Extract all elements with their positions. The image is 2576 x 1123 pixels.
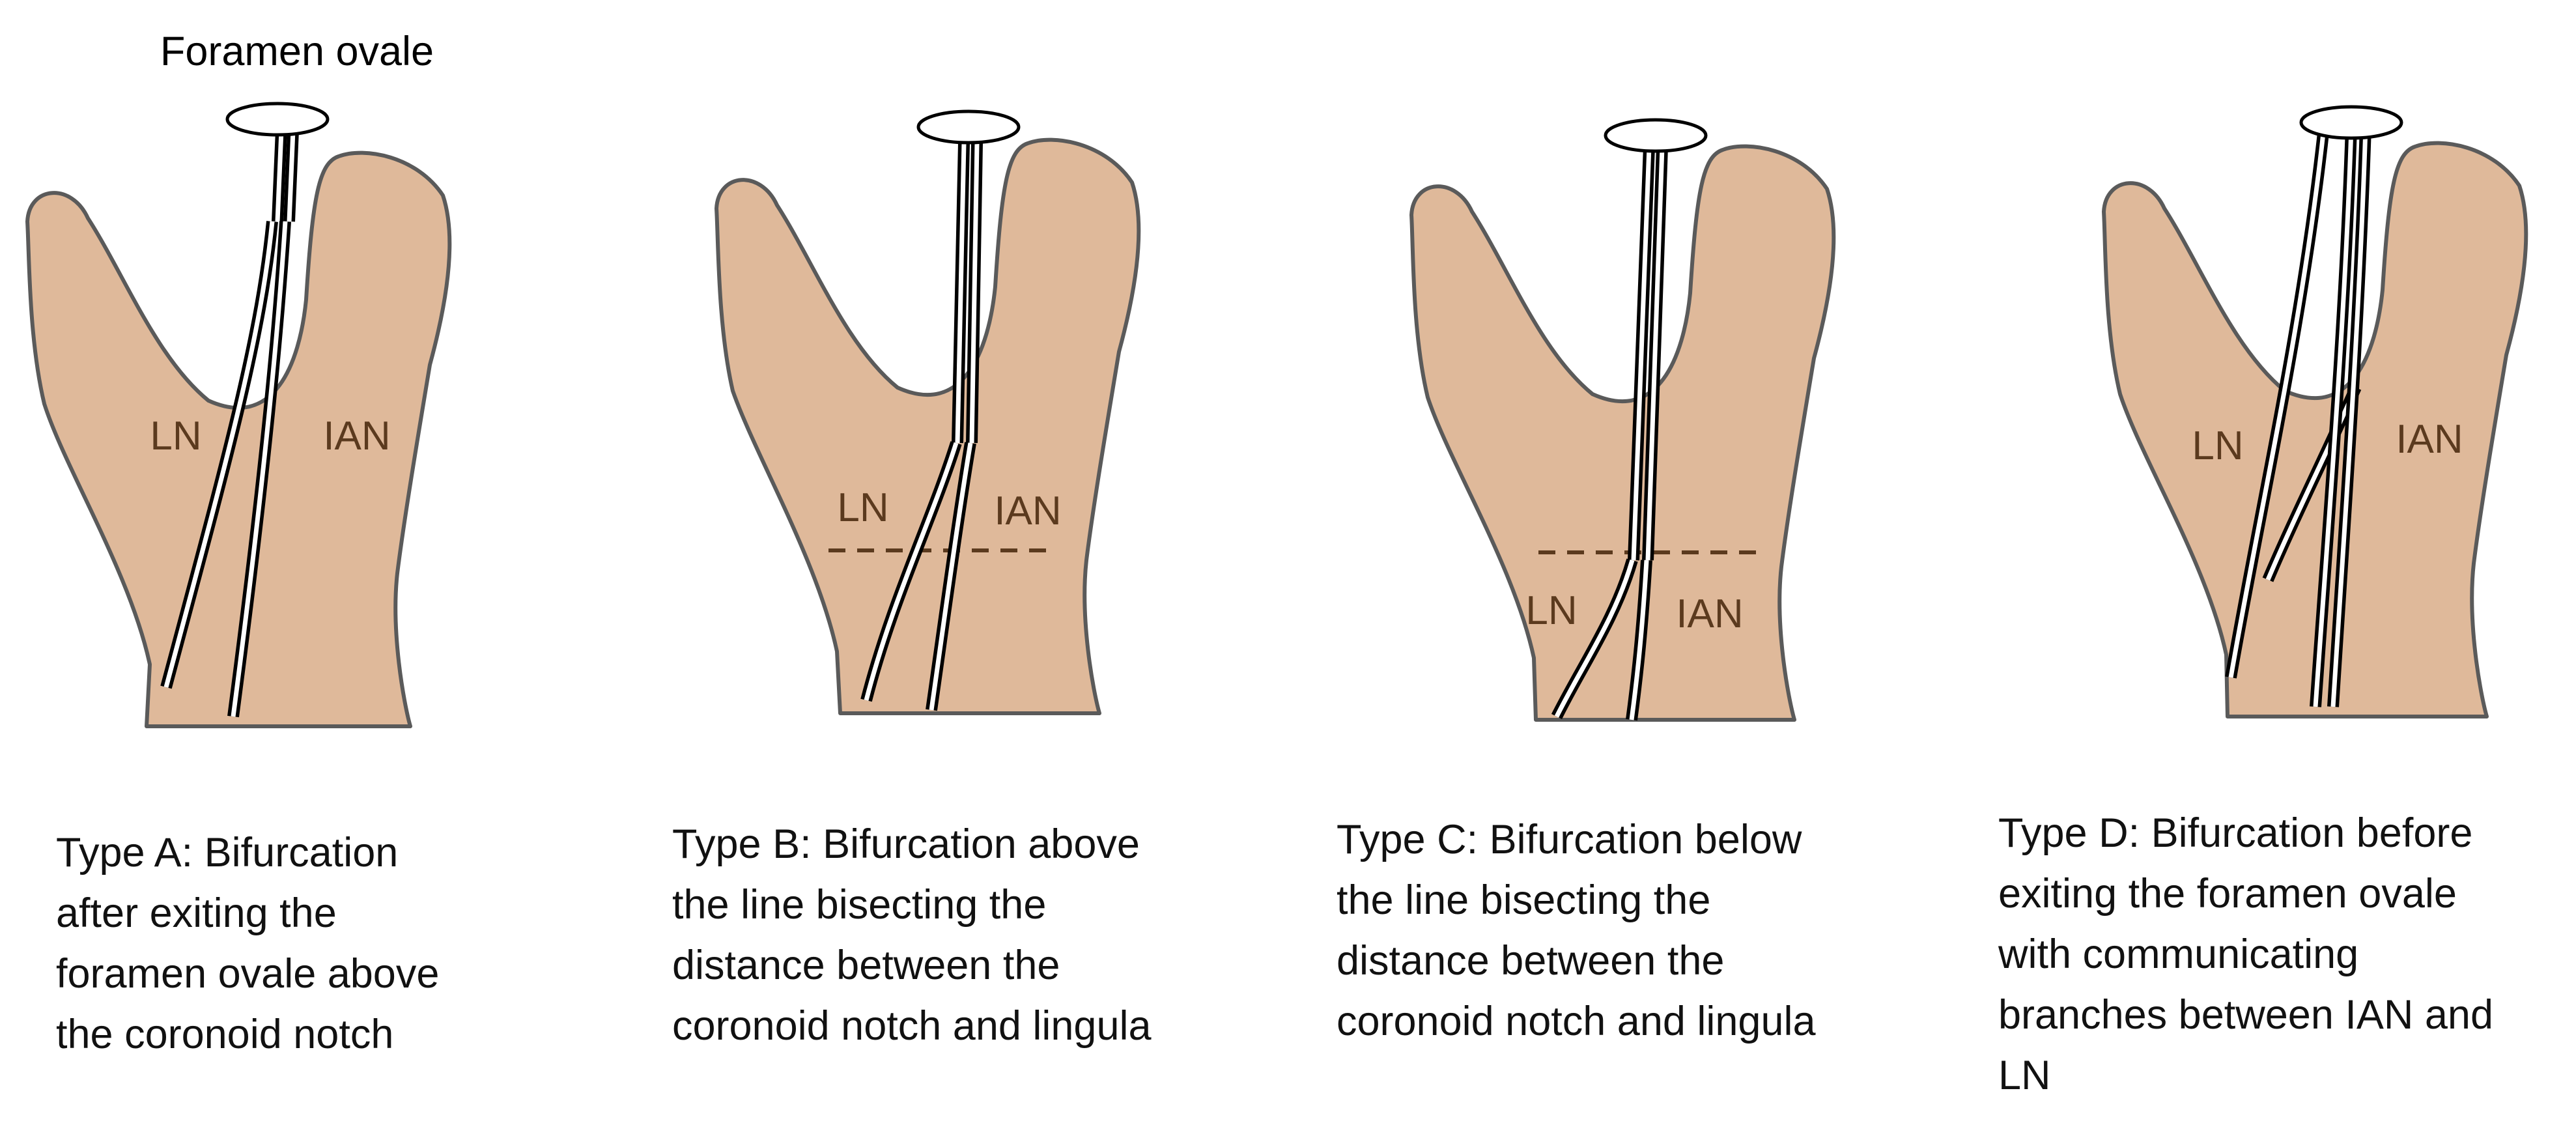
lingual-nerve	[1551, 558, 1638, 720]
caption-line: Type D: Bifurcation before	[1998, 810, 2473, 856]
foramen-ovale-ellipse	[1604, 118, 1708, 153]
foramen-ovale-header: Foramen ovale	[160, 29, 434, 74]
caption-line: LN	[1998, 1053, 2051, 1098]
caption-type-c: Type C: Bifurcation below the line bisec…	[1337, 810, 1923, 1052]
caption-line: Type A: Bifurcation	[56, 830, 399, 875]
caption-line: coronoid notch and lingula	[1337, 999, 1816, 1044]
panel-type-d: LN IAN	[2102, 105, 2528, 718]
caption-line: the coronoid notch	[56, 1012, 394, 1057]
caption-type-a: Type A: Bifurcation after exiting the fo…	[56, 823, 642, 1065]
inferior-alveolar-nerve	[2310, 126, 2371, 707]
caption-line: with communicating	[1998, 931, 2359, 977]
nerve-trunk	[952, 143, 983, 444]
caption-line: the line bisecting the	[672, 882, 1047, 928]
mandible-ramus-shape	[715, 137, 1141, 715]
mandible-ramus-shape	[1409, 144, 1836, 722]
inferior-alveolar-nerve	[1626, 560, 1652, 721]
foramen-ovale-ellipse	[225, 102, 330, 137]
caption-type-d: Type D: Bifurcation before exiting the f…	[1998, 803, 2576, 1106]
ln-label: LN	[2192, 423, 2243, 468]
panel-type-b: LN IAN	[715, 109, 1141, 715]
caption-line: distance between the	[672, 943, 1060, 988]
caption-line: the line bisecting the	[1337, 877, 1711, 923]
panel-type-c: LN IAN	[1409, 118, 1836, 722]
nerve-trunk	[272, 130, 299, 222]
caption-line: coronoid notch and lingula	[672, 1003, 1152, 1049]
foramen-ovale-ellipse	[2299, 105, 2403, 140]
panel-type-a: LN IAN	[25, 102, 452, 728]
inferior-alveolar-nerve	[926, 442, 976, 711]
caption-line: distance between the	[1337, 938, 1725, 984]
ian-label: IAN	[1676, 591, 1743, 636]
caption-line: Type C: Bifurcation below	[1337, 817, 1802, 862]
caption-line: exiting the foramen ovale	[1998, 871, 2457, 917]
lingual-nerve	[860, 441, 962, 702]
ln-label: LN	[1525, 588, 1577, 633]
mandible-ramus-shape	[2102, 141, 2528, 718]
ian-label: IAN	[994, 489, 1061, 533]
communicating-branch	[2262, 385, 2362, 582]
ian-label: IAN	[2396, 417, 2463, 462]
nerve-trunk	[1628, 146, 1668, 561]
inferior-alveolar-nerve	[227, 221, 291, 718]
caption-line: after exiting the	[56, 890, 337, 936]
ian-label: IAN	[323, 414, 390, 459]
ln-label: LN	[150, 414, 201, 459]
lingual-nerve	[2225, 126, 2330, 679]
mandible-ramus-shape	[25, 150, 452, 728]
caption-type-b: Type B: Bifurcation above the line bisec…	[672, 814, 1258, 1057]
foramen-ovale-ellipse	[916, 109, 1021, 145]
caption-line: Type B: Bifurcation above	[672, 821, 1140, 867]
lingual-nerve	[160, 221, 278, 689]
caption-line: foramen ovale above	[56, 951, 440, 997]
caption-line: branches between IAN and	[1998, 992, 2493, 1038]
ln-label: LN	[837, 485, 888, 530]
